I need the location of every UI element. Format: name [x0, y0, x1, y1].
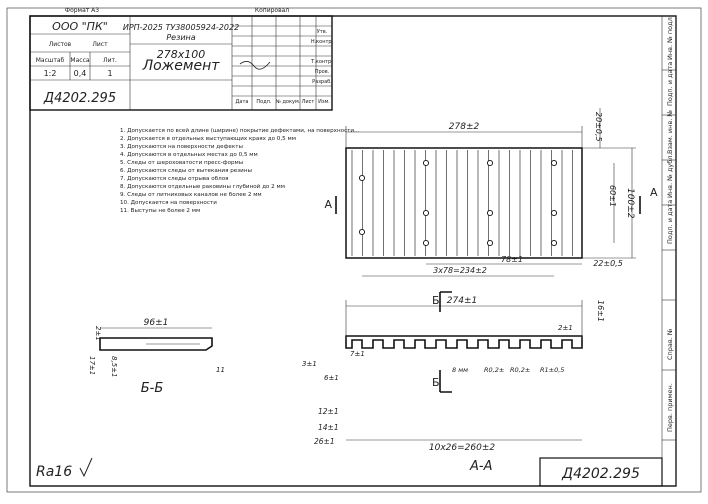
dim-plan-top: 20±0,5: [594, 112, 603, 142]
inner-frame: [29, 15, 677, 487]
dim-plan-chain: 3х78=234±2: [433, 266, 487, 275]
label-listov: Листов: [49, 41, 72, 48]
mass-value: 0,4: [74, 69, 87, 78]
section-bb-view: 96±1 2±1 17±1 8,5±1 11 Б-Б: [88, 318, 225, 396]
note-11: 11. Выступы не более 2 мм: [120, 208, 200, 214]
dim-bb-11: 11: [216, 366, 225, 374]
material-line-1: ИРП-2025 ТУ38005924-2022: [123, 23, 239, 32]
note-5: 5. Следы от шероховатости пресс-формы: [120, 160, 243, 166]
label-tkontr: Т.контр.: [310, 59, 333, 65]
note-8: 8. Допускаются отдельные раковины глубин…: [120, 183, 285, 190]
label-ndokum: № докум.: [276, 99, 301, 105]
label-format: Формат А3: [65, 7, 99, 14]
label-litera: Лит.: [103, 57, 117, 64]
label-data: Дата: [236, 99, 249, 105]
dim-bb-17: 17±1: [88, 356, 96, 375]
side-label-podp-1: Подп. и дата: [666, 62, 674, 106]
side-label-dubl: Инв. № дубл.: [666, 154, 674, 198]
side-label-inv-podl: Инв. № подл.: [666, 15, 674, 60]
dim-aa-8: 8 мм: [452, 366, 468, 374]
note-6: 6. Допускаются следы от вытекания резины: [120, 168, 252, 174]
outer-frame: [6, 7, 702, 493]
org-name: ООО "ПК": [52, 20, 108, 33]
section-aa-profile: [345, 335, 583, 349]
label-razrab: Разраб.: [312, 79, 332, 85]
section-mark-a-right: А: [650, 186, 658, 199]
label-massa: Масса: [70, 57, 89, 64]
bottom-number-box: Д4202.295: [539, 457, 663, 487]
label-prov: Пров.: [315, 69, 330, 75]
dim-aa-edge: 2±1: [558, 324, 573, 332]
dim-aa-bottom: 10х26=260±2: [429, 443, 495, 453]
label-podp: Подп.: [256, 99, 272, 105]
dim-bb-96: 96±1: [144, 318, 169, 328]
label-utv: Утв.: [317, 29, 328, 35]
section-aa-view: 274±1 16±1 2±1 10х26=260±2 26±1 14±1 12±…: [302, 291, 605, 474]
dim-aa-7: 7±1: [350, 350, 365, 358]
label-masshtab: Масштаб: [36, 57, 65, 64]
section-mark-a-left: А: [324, 198, 332, 211]
title-block: Д4202.295 Ложемент 278х100 ИРП-2025 ТУ38…: [29, 7, 334, 111]
drawing-number-title: Д4202.295: [43, 91, 116, 106]
dim-aa-r2: R0,2±: [510, 366, 530, 374]
label-list: Лист: [92, 41, 108, 48]
dim-aa-r1: R1±0,5: [540, 366, 564, 374]
material-line-2: Резина: [166, 33, 195, 42]
label-kopiroval: Копировал: [255, 7, 289, 14]
side-strip: Инв. № подл. Подп. и дата Взам. инв. № И…: [661, 15, 677, 486]
note-3: 3. Допускаются на поверхности дефекты: [120, 144, 243, 150]
drawing-number-bottom: Д4202.295: [561, 466, 640, 482]
note-4: 4. Допускаются в отдельных местах до 0,5…: [120, 152, 258, 158]
note-2: 2. Допускается в отдельных выступающих к…: [120, 136, 296, 142]
cut-mark-b-top: Б: [432, 294, 440, 307]
svg-text:Ra16: Ra16: [36, 464, 72, 480]
note-7: 7. Допускаются следы отрыва облоя: [120, 176, 228, 182]
label-izm: Изм.: [318, 99, 330, 105]
side-label-vzam: Взам. инв. №: [666, 110, 674, 154]
dim-aa-14: 14±1: [318, 423, 339, 432]
side-label-perv: Перв. примен.: [666, 383, 674, 432]
section-bb-label: Б-Б: [141, 381, 164, 396]
sheet-value: 1: [107, 69, 112, 78]
dim-plan-inner: 60±1: [608, 185, 617, 207]
scale-value: 1:2: [44, 69, 57, 78]
signature-mark: [239, 61, 271, 70]
dim-aa-26: 26±1: [314, 437, 335, 446]
dim-plan-pitch: 78±1: [501, 255, 523, 264]
dim-aa-height: 16±1: [596, 300, 605, 322]
section-aa-label: А-А: [469, 459, 492, 474]
note-9: 9. Следы от литниковых каналов не более …: [120, 192, 262, 198]
plan-view: 278±2 100±2 20±0,5 60±1 78±1 22±0,5 3х78…: [324, 108, 658, 277]
dim-aa-r3: R0,2±: [484, 366, 504, 374]
roughness-symbol: Ra16: [36, 457, 93, 480]
note-10: 10. Допускается на поверхности: [120, 200, 217, 206]
dim-bb-2: 2±1: [94, 326, 102, 341]
plan-ribs: [351, 150, 573, 256]
side-label-sprav: Справ. №: [666, 328, 674, 360]
dim-aa-6: 6±1: [324, 374, 339, 382]
label-list2: Лист: [302, 99, 315, 105]
dim-bb-85: 8,5±1: [110, 356, 118, 377]
note-1: 1. Допускается по всей длине (ширине) по…: [120, 127, 360, 134]
label-nkontr: Н.контр.: [311, 39, 334, 45]
part-name: Ложемент: [142, 58, 221, 74]
part-size: 278х100: [157, 48, 206, 61]
section-bb-profile: [99, 337, 213, 351]
technical-notes: 1. Допускается по всей длине (ширине) по…: [120, 127, 360, 214]
dim-plan-offset: 22±0,5: [593, 259, 623, 268]
dim-aa-top: 274±1: [447, 296, 477, 306]
side-label-podp-2: Подп. и дата: [666, 200, 674, 244]
cut-mark-b-bottom: Б: [432, 376, 440, 389]
plan-holes: [358, 159, 558, 247]
dim-aa-12: 12±1: [318, 407, 339, 416]
plan-outline: [345, 147, 583, 259]
dim-plan-width: 100±2: [625, 188, 635, 219]
dim-plan-length: 278±2: [449, 122, 480, 132]
dim-aa-3: 3±1: [302, 360, 317, 368]
